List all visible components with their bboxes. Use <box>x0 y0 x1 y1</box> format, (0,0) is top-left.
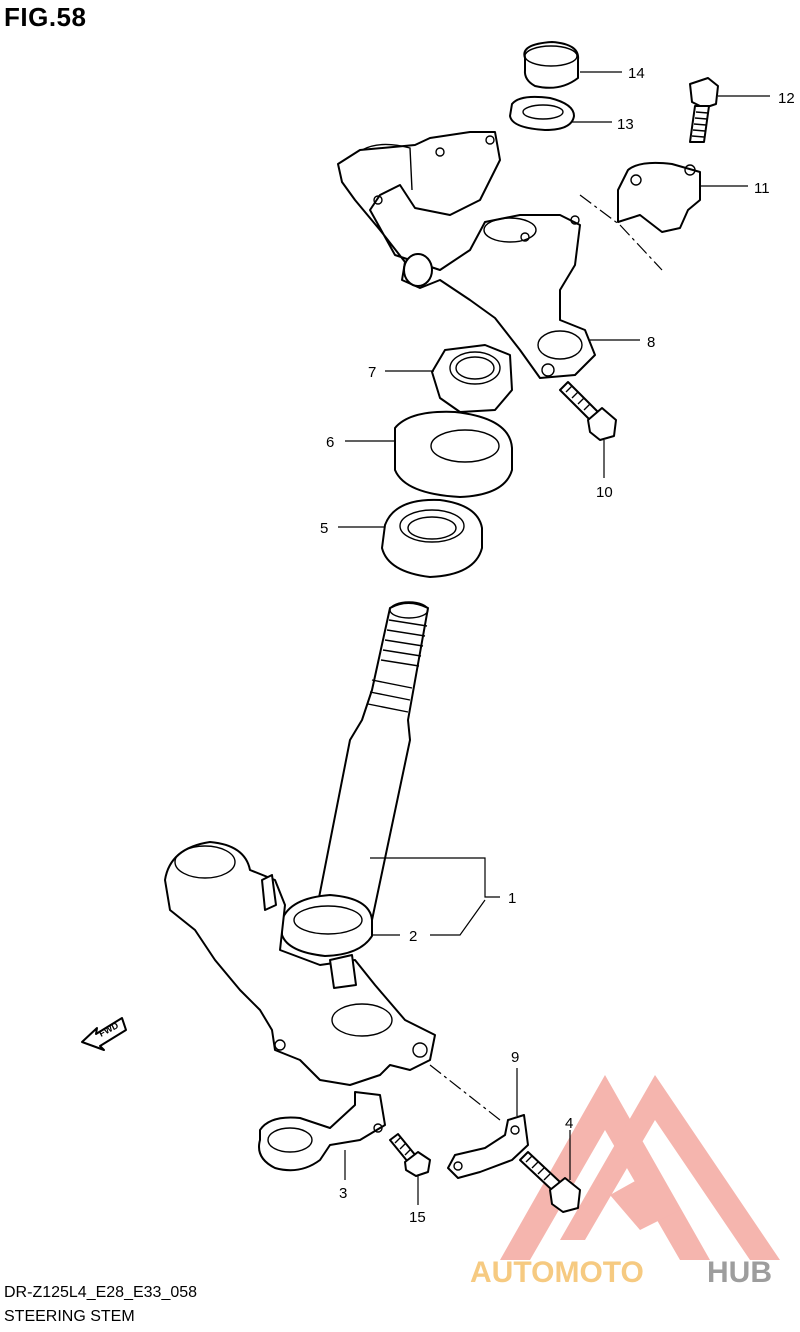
callout-9: 9 <box>511 1049 519 1066</box>
leader-lines <box>338 71 770 1205</box>
part-11-handlebar-holder <box>617 161 701 233</box>
part-15-bolt <box>389 1133 431 1177</box>
callout-11: 11 <box>754 180 770 197</box>
model-code: DR-Z125L4_E28_E33_058 <box>4 1284 198 1301</box>
assembly-lines <box>429 194 663 1121</box>
callout-15: 15 <box>409 1209 426 1226</box>
fwd-arrow-icon: FWD <box>81 1017 127 1051</box>
callout-10: 10 <box>596 484 613 501</box>
watermark-text-hub: HUB <box>707 1256 772 1289</box>
section-name: STEERING STEM <box>4 1308 135 1325</box>
part-5-bearing <box>381 498 483 578</box>
callout-13: 13 <box>617 116 634 133</box>
part-8-upper-bracket <box>337 131 596 379</box>
callout-4: 4 <box>565 1115 573 1132</box>
callout-6: 6 <box>326 434 334 451</box>
watermark-triangle-right <box>560 1075 780 1260</box>
callout-8: 8 <box>647 334 655 351</box>
callout-14: 14 <box>628 65 645 82</box>
callout-2: 2 <box>409 928 417 945</box>
watermark-text-automoto: AUTOMOTO <box>470 1256 644 1289</box>
part-14-cap <box>523 41 580 89</box>
callout-5: 5 <box>320 520 328 537</box>
part-4-bolt <box>519 1151 581 1213</box>
callout-3: 3 <box>339 1185 347 1202</box>
lower-bracket <box>164 841 436 1086</box>
part-6-dust-seal <box>394 410 513 498</box>
part-12-bolt <box>689 77 719 143</box>
figure-title: FIG.58 <box>4 2 87 32</box>
watermark-triangle-inner <box>610 1170 680 1230</box>
part-1-steering-stem <box>281 601 429 957</box>
part-10-bolt <box>559 381 617 441</box>
callout-1: 1 <box>508 890 516 907</box>
part-13-washer <box>509 95 575 131</box>
part-3-hose-guide <box>258 1091 386 1172</box>
callout-12: 12 <box>778 90 795 107</box>
callout-7: 7 <box>368 364 376 381</box>
part-7-nut <box>431 344 513 413</box>
watermark-logo: AUTOMOTO HUB <box>470 1075 780 1289</box>
part-9-bracket-plate <box>447 1114 529 1179</box>
